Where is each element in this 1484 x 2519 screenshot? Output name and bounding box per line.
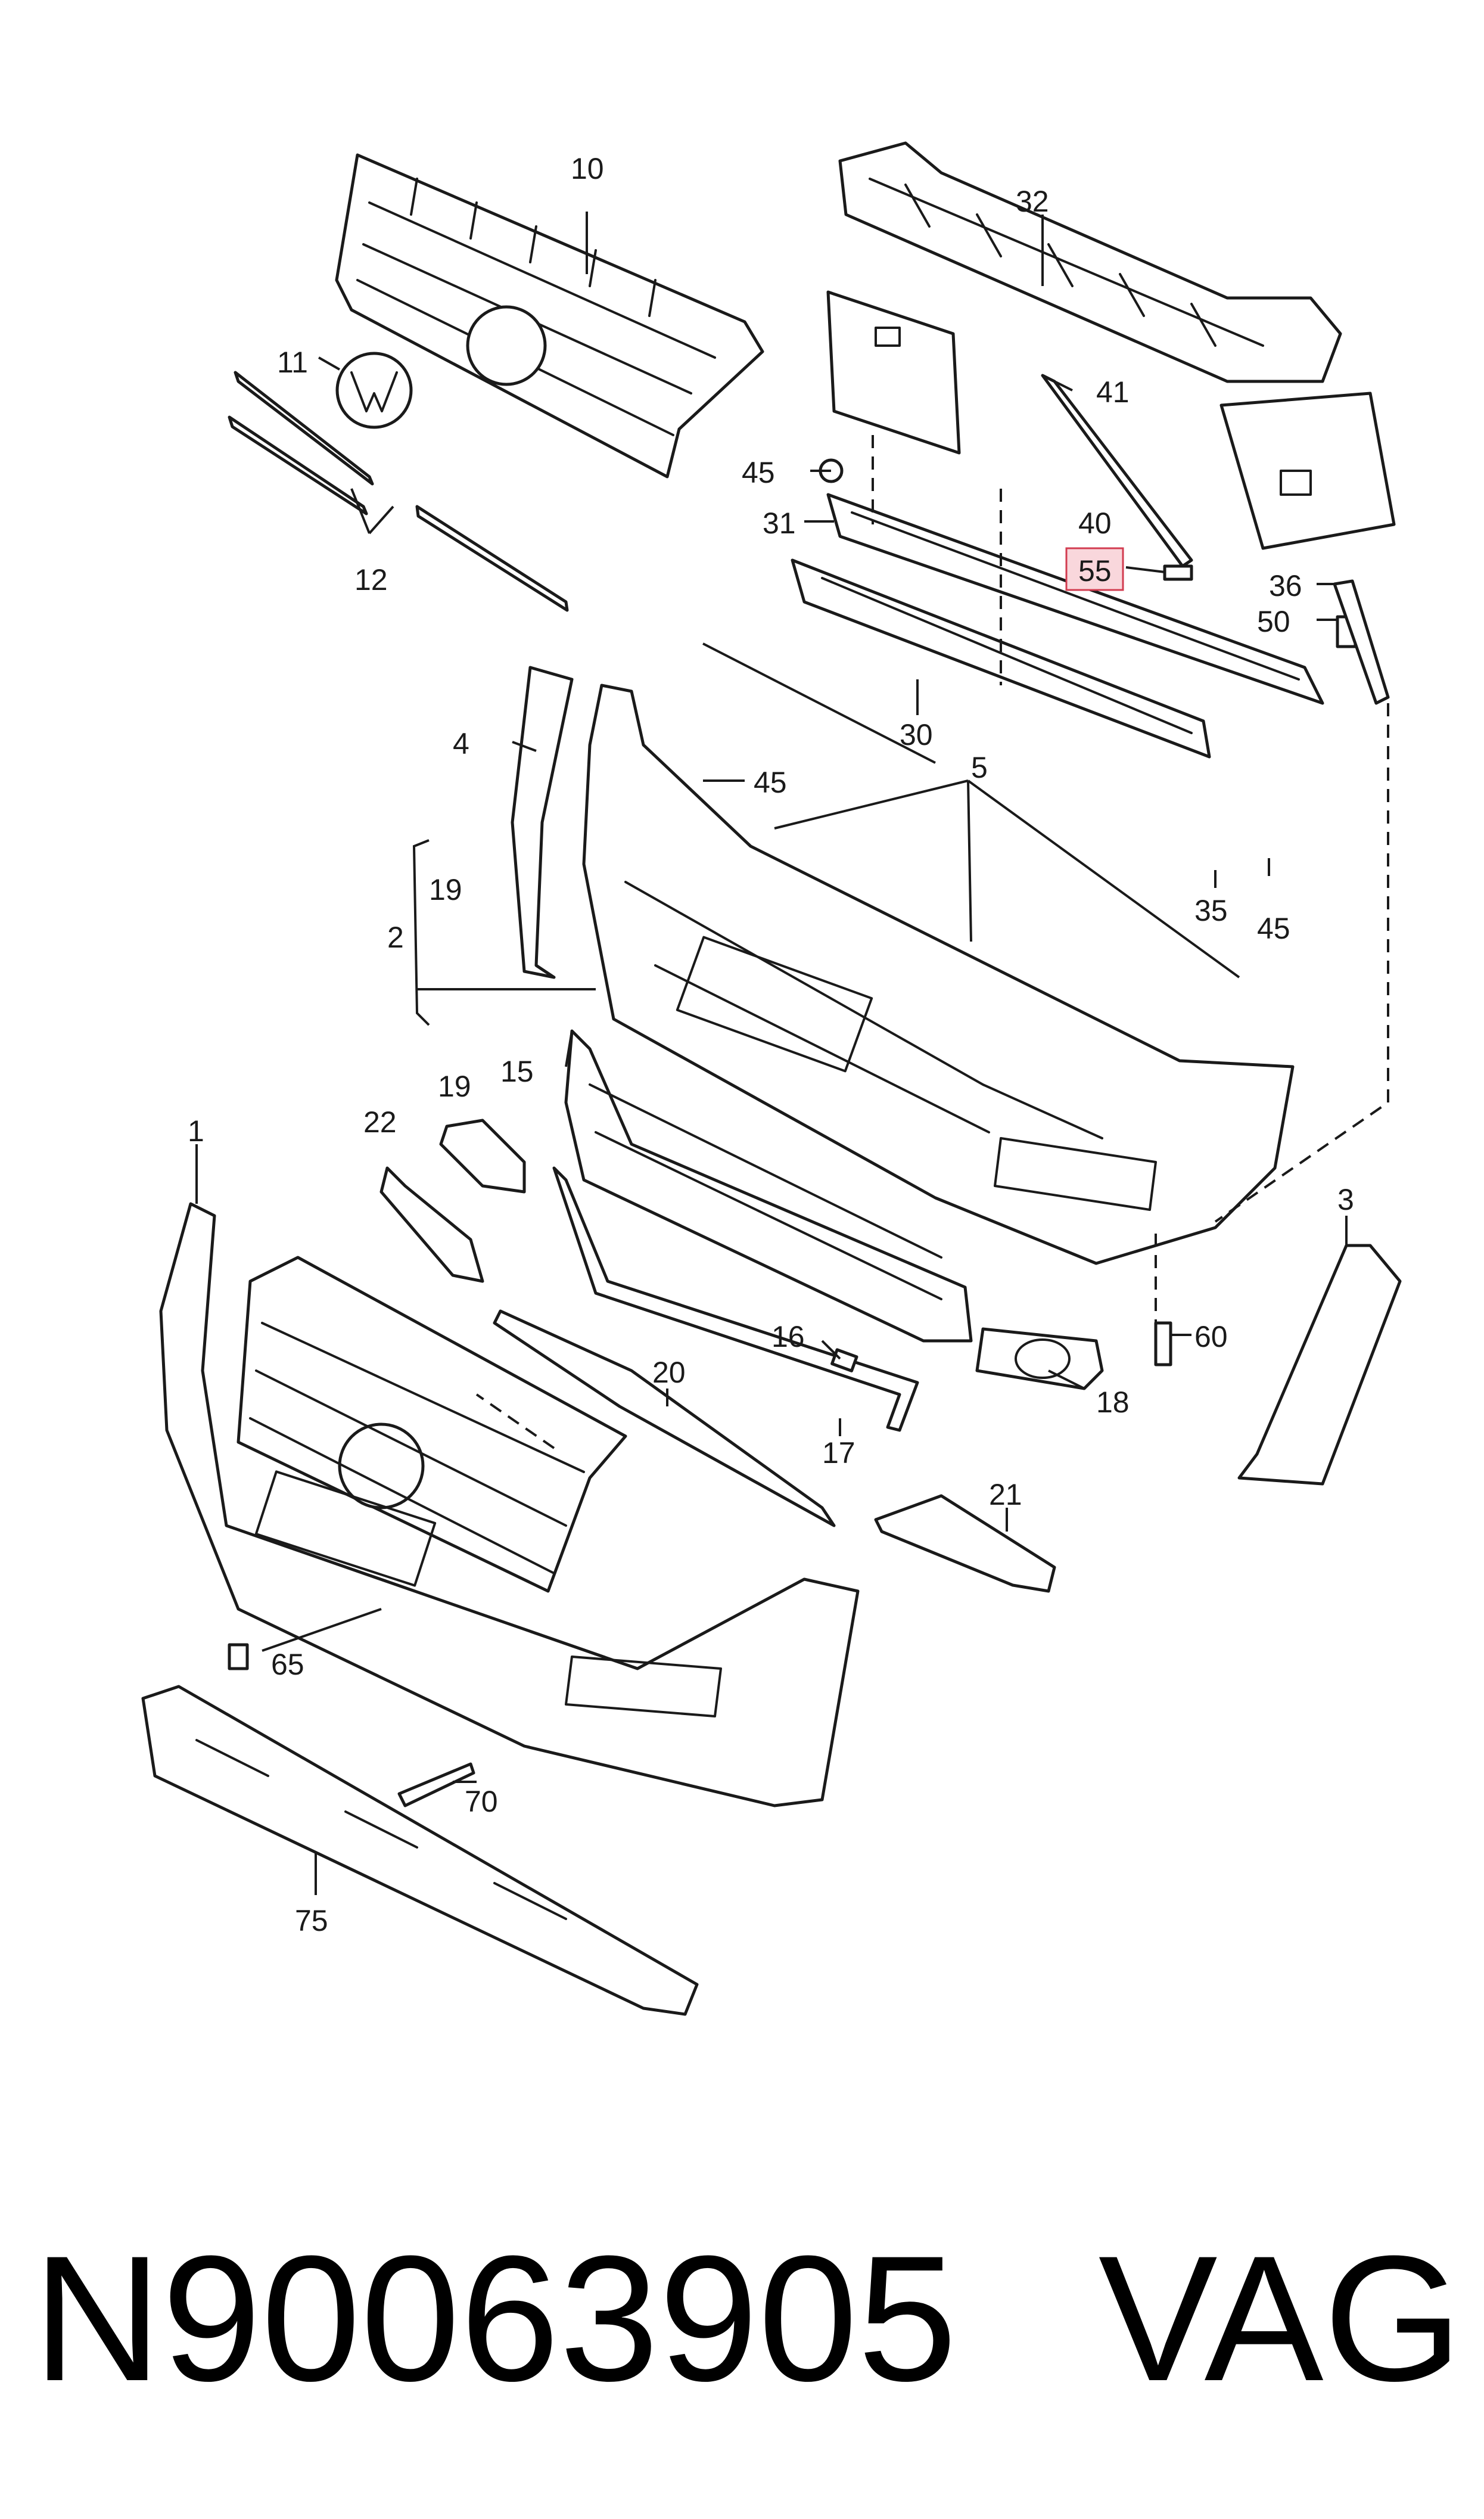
callout-2: 2 bbox=[387, 921, 404, 954]
callout-19-upper: 19 bbox=[429, 873, 462, 906]
energy-absorber-part bbox=[791, 558, 1211, 759]
callout-65: 65 bbox=[271, 1648, 304, 1681]
callout-20: 20 bbox=[652, 1356, 686, 1389]
callout-75: 75 bbox=[295, 1904, 328, 1937]
front-bumper-assembly-part bbox=[159, 1202, 860, 1807]
pin-16-part bbox=[830, 1348, 858, 1372]
callout-60: 60 bbox=[1194, 1320, 1228, 1353]
exploded-parts-diagram: 10 11 12 32 41 45 40 31 55 36 50 30 4 45… bbox=[141, 141, 1402, 2016]
highlighted-callout-box bbox=[1065, 547, 1124, 591]
callout-4: 4 bbox=[453, 727, 469, 760]
skid-plate-part bbox=[141, 1685, 699, 2016]
spoiler-lip-part bbox=[552, 1166, 919, 1432]
fog-cover-part bbox=[975, 1327, 1104, 1390]
emblem-part bbox=[335, 352, 413, 429]
callout-5: 5 bbox=[971, 751, 988, 784]
callout-41: 41 bbox=[1096, 375, 1130, 409]
trim-strips-part bbox=[228, 371, 569, 612]
footer: N90063905 VAG bbox=[33, 2205, 1463, 2443]
callout-11: 11 bbox=[277, 346, 308, 379]
callout-45-middle: 45 bbox=[754, 766, 787, 799]
callout-55: 55 bbox=[1078, 554, 1112, 588]
bracket-22-part bbox=[379, 1166, 484, 1283]
callout-35: 35 bbox=[1194, 894, 1228, 927]
callout-19-lower: 19 bbox=[438, 1070, 471, 1103]
callout-36: 36 bbox=[1269, 569, 1302, 602]
callout-32: 32 bbox=[1016, 185, 1049, 218]
callout-3: 3 bbox=[1337, 1183, 1354, 1216]
callout-50: 50 bbox=[1257, 605, 1290, 638]
callout-12: 12 bbox=[354, 563, 388, 597]
callout-30: 30 bbox=[900, 718, 933, 751]
part-number: N90063905 bbox=[33, 2218, 957, 2418]
callout-15: 15 bbox=[500, 1055, 534, 1088]
trim-strip-20-part bbox=[493, 1309, 836, 1527]
lower-grille-part bbox=[564, 1029, 973, 1343]
lock-carrier-part bbox=[826, 290, 1396, 550]
bolt-70-part bbox=[397, 1762, 475, 1807]
callout-21: 21 bbox=[989, 1478, 1022, 1511]
side-trim-part bbox=[1237, 1244, 1402, 1486]
callout-45-right: 45 bbox=[1257, 912, 1290, 945]
callout-45-upper: 45 bbox=[742, 456, 775, 489]
support-rod-part bbox=[1041, 374, 1193, 568]
bumper-carrier-part bbox=[826, 493, 1324, 705]
side-guide-part bbox=[511, 666, 574, 979]
callout-17: 17 bbox=[822, 1436, 855, 1470]
callout-31: 31 bbox=[763, 507, 796, 540]
callout-22: 22 bbox=[363, 1105, 397, 1139]
callout-1: 1 bbox=[188, 1114, 204, 1148]
bumper-cover-part bbox=[582, 684, 1295, 1265]
callout-10: 10 bbox=[571, 152, 604, 185]
screw-65-part bbox=[228, 1643, 249, 1670]
impact-absorber-part bbox=[838, 141, 1342, 383]
callout-18: 18 bbox=[1096, 1386, 1130, 1419]
bracket-36-part bbox=[1333, 579, 1390, 705]
screw-60-part bbox=[1154, 1321, 1172, 1366]
callout-70: 70 bbox=[465, 1785, 498, 1818]
bracket-19-part bbox=[439, 1119, 526, 1194]
brand-name: VAG bbox=[1098, 2218, 1463, 2418]
bracket-21-part bbox=[874, 1494, 1056, 1593]
callout-16: 16 bbox=[771, 1320, 805, 1353]
callout-labels: 10 11 12 32 41 45 40 31 55 36 50 30 4 45… bbox=[188, 152, 1354, 1937]
bolt-55-part bbox=[1163, 564, 1193, 581]
leader-lines bbox=[195, 212, 1389, 1895]
callout-40: 40 bbox=[1078, 507, 1112, 540]
radiator-grille-part bbox=[335, 153, 764, 479]
